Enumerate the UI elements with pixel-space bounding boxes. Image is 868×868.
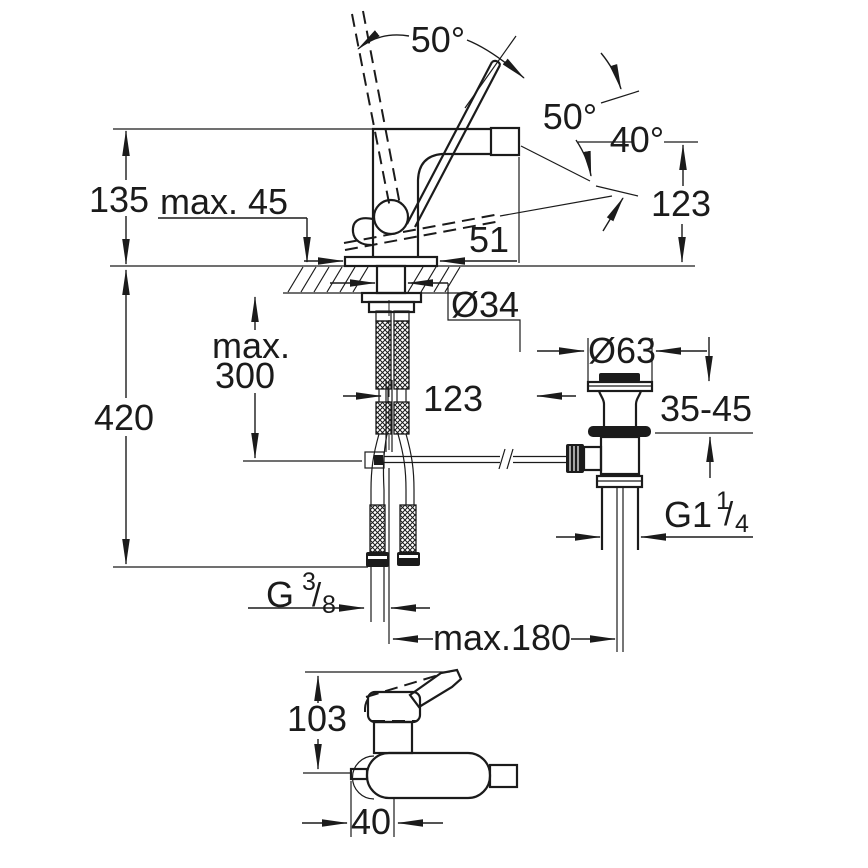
dim-shank-diameter: Ø34	[330, 279, 521, 352]
aerator	[489, 126, 521, 157]
rod-break-mark	[506, 448, 514, 470]
dim-drain-thread-slash: /	[724, 495, 734, 532]
dim-centre-distance: 123	[343, 378, 576, 419]
plan-neck	[372, 720, 414, 755]
dim-spout-height: 123	[651, 141, 711, 263]
dim-hose-thread-sup: 3	[302, 568, 316, 596]
deck-hatching	[287, 266, 461, 293]
base-plate	[343, 255, 439, 268]
dim-hose-thread-base: G	[266, 574, 294, 615]
lever-down-extension	[499, 195, 613, 217]
elevation-view: 135 max. 45 50° 50° 40° 123 51	[89, 10, 711, 352]
hose-nut-left	[366, 552, 389, 567]
dim-hose-thread-sub: 8	[322, 591, 336, 619]
dim-total-height: 420	[94, 269, 368, 568]
handle-lever	[406, 59, 502, 228]
shank-assembly	[360, 264, 423, 314]
dim-drain-thread-base: G1	[664, 494, 712, 535]
dim-deck-thickness: max. 45	[158, 181, 311, 263]
angle-dimensions	[357, 30, 640, 232]
dim-drain-thread-sup: 1	[716, 487, 730, 515]
threaded-shank	[375, 264, 407, 295]
plug-cap	[599, 373, 640, 382]
dim-total-height-label: 420	[94, 397, 154, 438]
dim-body-height-label: 135	[89, 179, 149, 220]
dim-spout-reach-label: 51	[469, 219, 509, 260]
dim-hose-length: max. 300	[212, 296, 362, 462]
stream-ray	[520, 145, 591, 182]
handle-lever-lowered-dashed	[343, 213, 502, 251]
dim-rod-reach-label: max.180	[433, 617, 571, 658]
pop-up-waste	[566, 373, 654, 652]
cartridge-ball	[372, 198, 410, 236]
pop-up-pull-rod	[364, 300, 567, 644]
angle-spray-label: 40°	[610, 119, 664, 160]
plan-handle-dashed	[365, 673, 443, 698]
dim-drain-diameter: Ø63	[537, 330, 707, 381]
plan-aerator	[488, 763, 519, 789]
dim-spout-reach: 51	[304, 157, 520, 265]
dim-drain-thread: G1 1 / 4	[556, 487, 753, 541]
dim-hose-thread-slash: /	[312, 576, 322, 613]
dim-hose-thread: G 3 / 8	[248, 568, 430, 619]
dim-shank-diameter-label: Ø34	[451, 284, 519, 325]
dim-rod-reach: max.180	[392, 617, 616, 658]
plan-faucet	[349, 668, 519, 800]
dim-plan-width-label: 40	[351, 801, 391, 842]
dim-hose-length-label-1: max.	[212, 325, 290, 366]
valve-body	[599, 435, 641, 476]
plan-spout-barrel	[365, 751, 492, 800]
installation-view: 420 max. 300 123 Ø63	[94, 269, 753, 658]
washer	[360, 291, 423, 304]
dim-drain-diameter-label: Ø63	[588, 330, 656, 371]
hose-nut-right	[397, 552, 420, 566]
supply-hoses	[366, 310, 420, 622]
back-hook	[351, 217, 374, 247]
plan-base-circle	[351, 755, 375, 800]
dim-drain-thread-sub: 4	[735, 510, 749, 538]
angle-mid-label: 50°	[543, 96, 597, 137]
lever-extension-line	[464, 35, 517, 109]
dim-deck-thickness-label: max. 45	[160, 181, 288, 222]
arc-50-mid	[600, 52, 622, 90]
dim-plan-depth: 103	[287, 675, 351, 774]
seal-ring	[588, 426, 651, 437]
arc-40	[575, 139, 592, 177]
arrow-up-right	[602, 197, 624, 232]
plan-back-tab	[349, 767, 369, 781]
arc-50-top-right	[466, 39, 525, 79]
dim-plan-depth-label: 103	[287, 698, 347, 739]
handle-lever-raised-dashed	[351, 10, 401, 209]
dim-hose-length-label-2: 300	[215, 355, 275, 396]
dim-spout-height-label: 123	[651, 183, 711, 224]
angle-top-label: 50°	[411, 19, 465, 60]
rod-break-mark	[498, 448, 506, 470]
tick-b	[595, 185, 639, 197]
plan-view: 103 40	[287, 668, 519, 842]
rod-port	[582, 445, 603, 472]
dim-centre-distance-label: 123	[423, 378, 483, 419]
dim-clamp-range-label: 35-45	[660, 388, 752, 429]
dim-clamp-range: 35-45	[655, 337, 753, 478]
knurled-knob	[566, 444, 584, 473]
dim-body-height: 135	[89, 130, 149, 265]
tick-a	[600, 90, 640, 104]
arc-50-top-left	[357, 30, 410, 50]
dim-plan-width: 40	[302, 781, 443, 842]
